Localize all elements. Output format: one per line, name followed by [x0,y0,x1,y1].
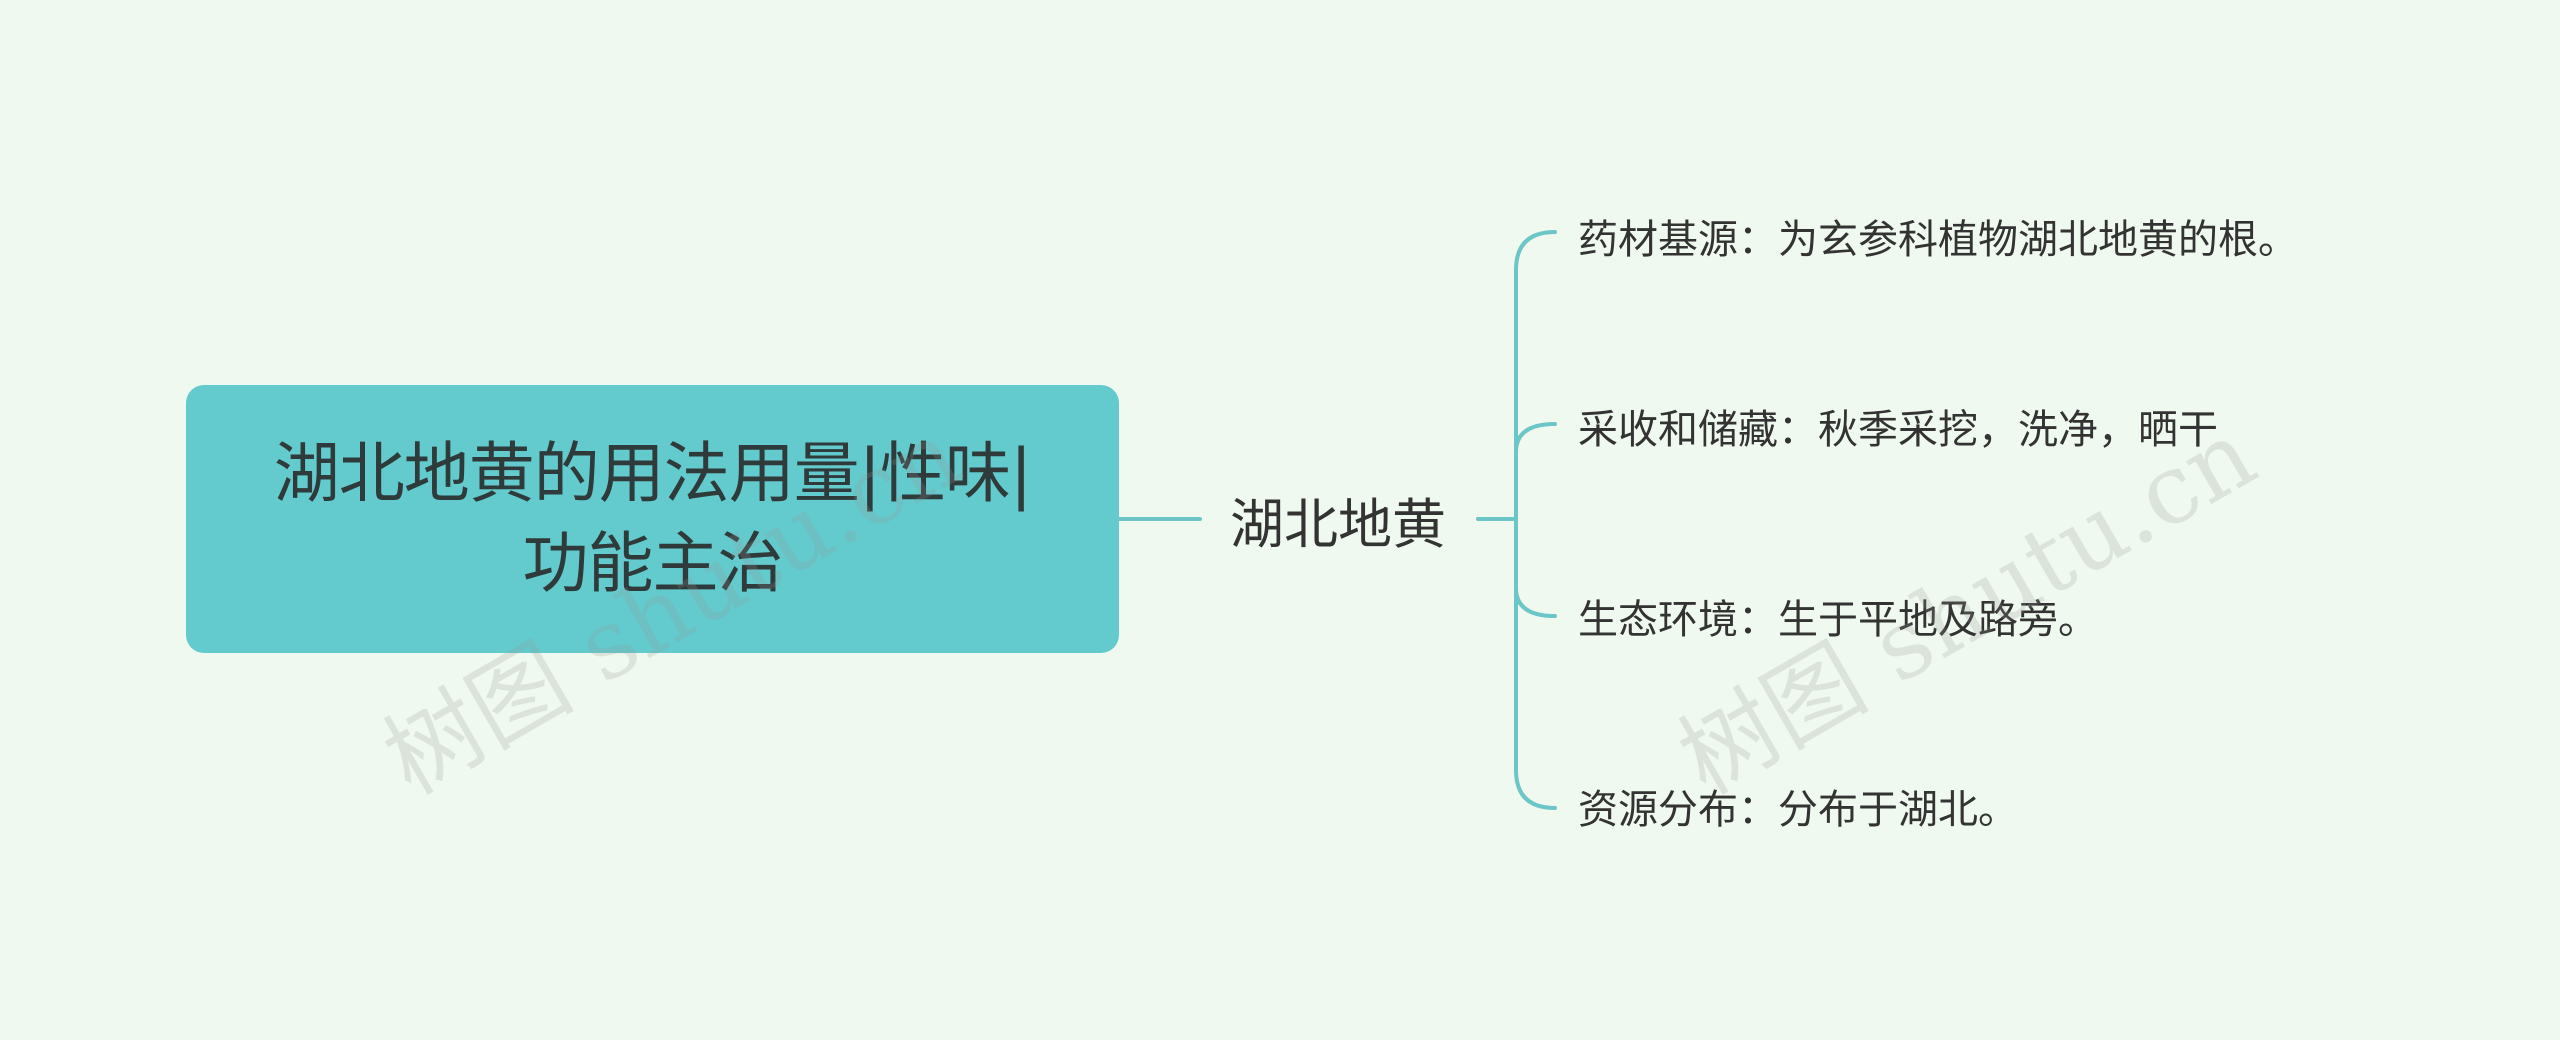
root-topic-title: 湖北地黄的用法用量|性味| 功能主治 [273,429,1032,609]
leaf-text: 生态环境：生于平地及路旁。 [1578,597,2098,643]
root-topic-node[interactable]: 湖北地黄的用法用量|性味| 功能主治 [186,385,1119,653]
leaf-text: 采收和储藏：秋季采挖，洗净，晒干 [1578,407,2218,453]
branch-label: 湖北地黄 [1230,492,1446,556]
bracket-tick-2 [1514,422,1557,454]
root-title-line-2: 功能主治 [522,525,783,602]
leaf-node-harvest[interactable]: 采收和储藏：秋季采挖，洗净，晒干 [1578,396,2218,456]
branch-node[interactable]: 湖北地黄 [1212,480,1464,558]
leaf-node-habitat[interactable]: 生态环境：生于平地及路旁。 [1578,586,2098,646]
leaf-node-source[interactable]: 药材基源：为玄参科植物湖北地黄的根。 [1578,206,2298,266]
leaf-node-distribution[interactable]: 资源分布：分布于湖北。 [1578,776,2018,836]
root-title-line-1: 湖北地黄的用法用量|性味| [273,435,1032,512]
bracket-tick-3 [1514,586,1557,618]
leaf-text: 药材基源：为玄参科植物湖北地黄的根。 [1578,217,2298,263]
bracket-spine [1514,230,1557,810]
leaf-text: 资源分布：分布于湖北。 [1578,787,2018,833]
